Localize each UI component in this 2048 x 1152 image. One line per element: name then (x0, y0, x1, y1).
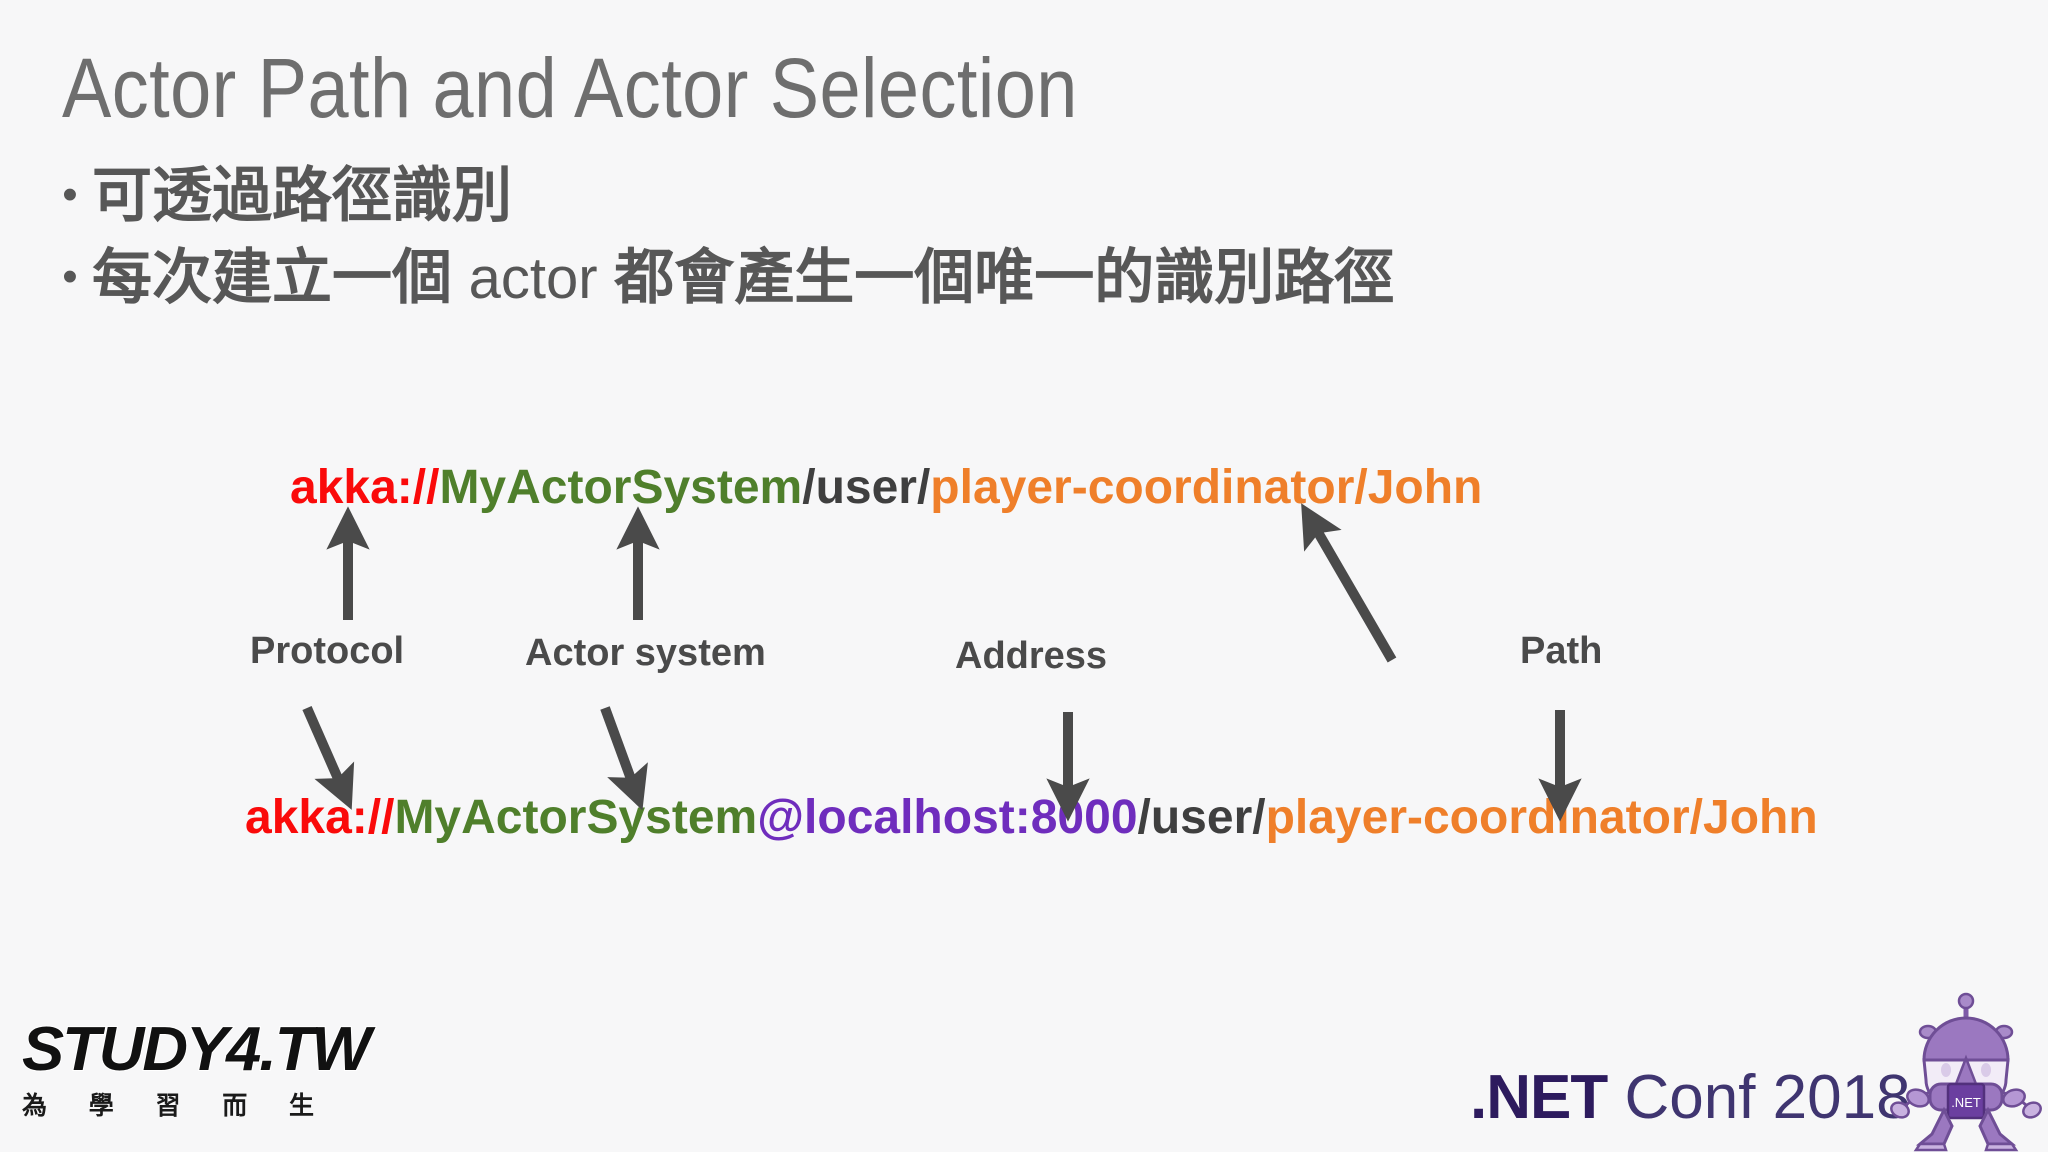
arrow-protocol-down (302, 705, 355, 810)
path-segment-address: @localhost:8000 (757, 791, 1138, 844)
path-segment-protocol: akka:// (245, 791, 395, 844)
study4tw-logo: STUDY4.TW 為 學 習 而 生 (21, 1017, 382, 1122)
list-item: • 每次建立一個 actor 都會產生一個唯一的識別路徑 (48, 242, 2008, 315)
path-segment-user: /user/ (1137, 791, 1266, 844)
label-path: Path (1520, 630, 1603, 672)
bullet-marker-icon: • (62, 170, 78, 219)
bullet-text-1: 可透過路徑識別 (92, 162, 512, 229)
arrow-path-up (1301, 503, 1397, 663)
page-title: Actor Path and Actor Selection (62, 41, 1078, 135)
tagline-char-3: 習 (155, 1092, 181, 1120)
actor-path-local: akka://MyActorSystem/user/player-coordin… (290, 460, 1482, 516)
tagline-char-5: 生 (288, 1092, 314, 1120)
bullet-list: • 可透過路徑識別 • 每次建立一個 actor 都會產生一個唯一的識別路徑 (48, 160, 2008, 325)
label-address: Address (955, 635, 1108, 677)
mascot-badge-label: .NET (1951, 1095, 1981, 1110)
path-segment-protocol: akka:// (290, 461, 440, 514)
study4tw-wordmark: STUDY4.TW (21, 1015, 372, 1084)
netconf-branding: .NET Conf 2018 (1470, 1062, 1911, 1133)
actor-path-diagram: akka://MyActorSystem/user/player-coordin… (0, 460, 2048, 880)
arrow-actor-system-down (600, 706, 648, 811)
actor-path-remote: akka://MyActorSystem@localhost:8000/user… (245, 790, 1818, 846)
netconf-brand: .NET (1470, 1063, 1608, 1132)
list-item: • 可透過路徑識別 (48, 160, 2008, 232)
dotnet-bot-mascot-icon: .NET (1890, 992, 2042, 1152)
label-protocol: Protocol (250, 630, 405, 672)
path-segment-actor-system: MyActorSystem (439, 461, 803, 514)
bullet-text-2: 每次建立一個 actor 都會產生一個唯一的識別路徑 (92, 242, 1394, 315)
bullet-text-2-before: 每次建立一個 (92, 244, 452, 311)
netconf-event: Conf 2018 (1624, 1063, 1911, 1132)
path-segment-actor-system: MyActorSystem (394, 791, 758, 844)
tagline-char-4: 而 (222, 1092, 248, 1120)
bullet-marker-icon: • (62, 252, 78, 301)
study4tw-tagline: 為 學 習 而 生 (22, 1086, 314, 1122)
bullet-text-2-latin: actor (468, 246, 598, 311)
bullet-text-2-after: 都會產生一個唯一的識別路徑 (614, 244, 1395, 311)
label-actor-system: Actor system (525, 632, 766, 674)
path-segment-path: player-coordinator/John (1265, 791, 1818, 844)
tagline-char-2: 學 (88, 1092, 114, 1120)
path-segment-path: player-coordinator/John (930, 461, 1483, 514)
path-segment-user: /user/ (802, 461, 931, 514)
tagline-char-1: 為 (22, 1092, 48, 1120)
